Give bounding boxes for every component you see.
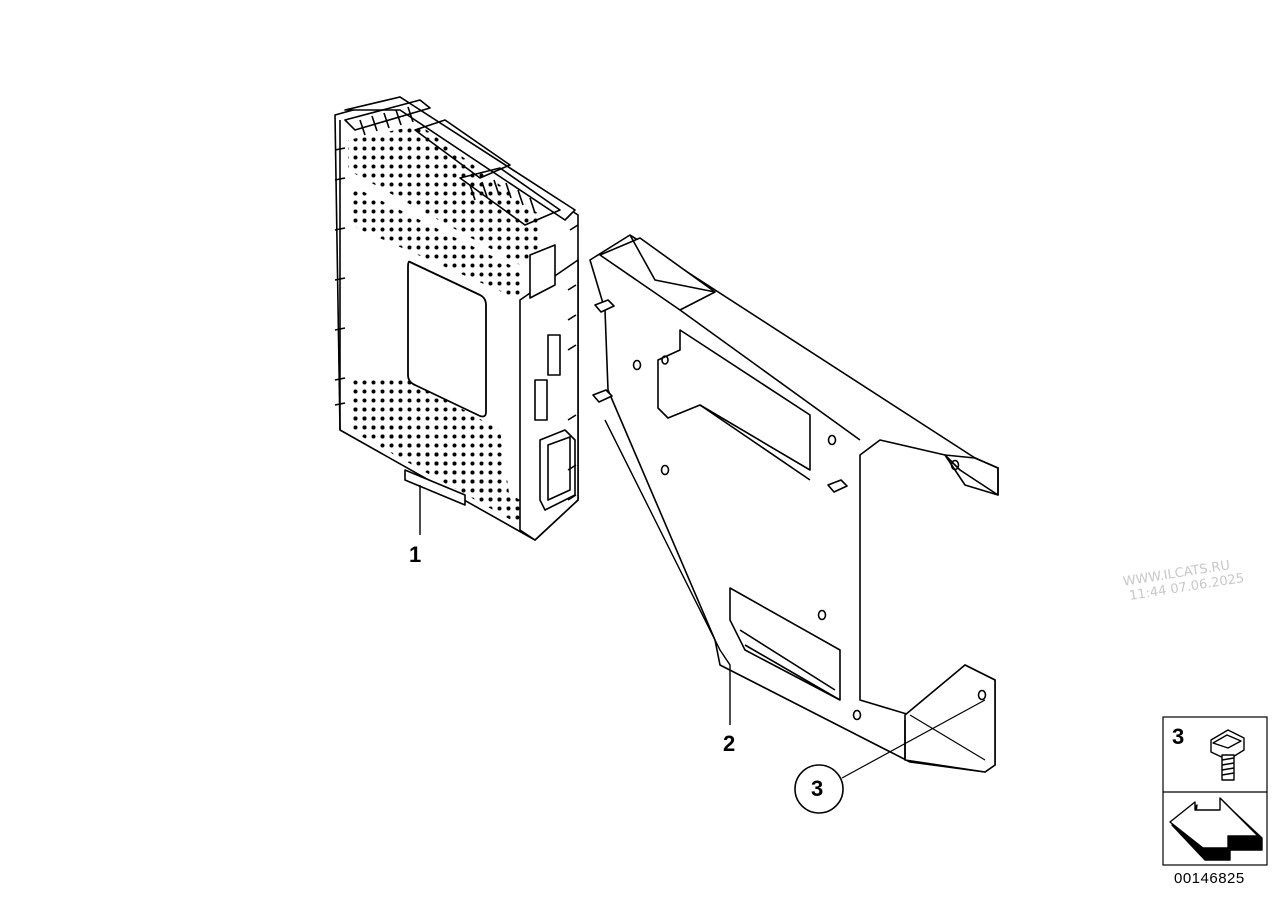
callout-1[interactable]: 1 bbox=[409, 542, 422, 567]
leader-line-3a bbox=[841, 699, 986, 779]
callout-3[interactable]: 3 bbox=[811, 776, 824, 801]
legend-part-number: 3 bbox=[1172, 724, 1185, 749]
leader-line-2 bbox=[604, 419, 731, 725]
hex-bolt-icon bbox=[1210, 729, 1245, 781]
diagram-id: 00146825 bbox=[1174, 870, 1245, 887]
control-unit-icon[interactable] bbox=[334, 96, 579, 541]
callout-3-circle bbox=[794, 764, 844, 814]
direction-arrow-icon bbox=[1169, 797, 1263, 861]
callout-2[interactable]: 2 bbox=[723, 731, 736, 756]
leader-line-3b bbox=[909, 714, 986, 761]
mounting-bracket-icon[interactable] bbox=[589, 234, 999, 773]
